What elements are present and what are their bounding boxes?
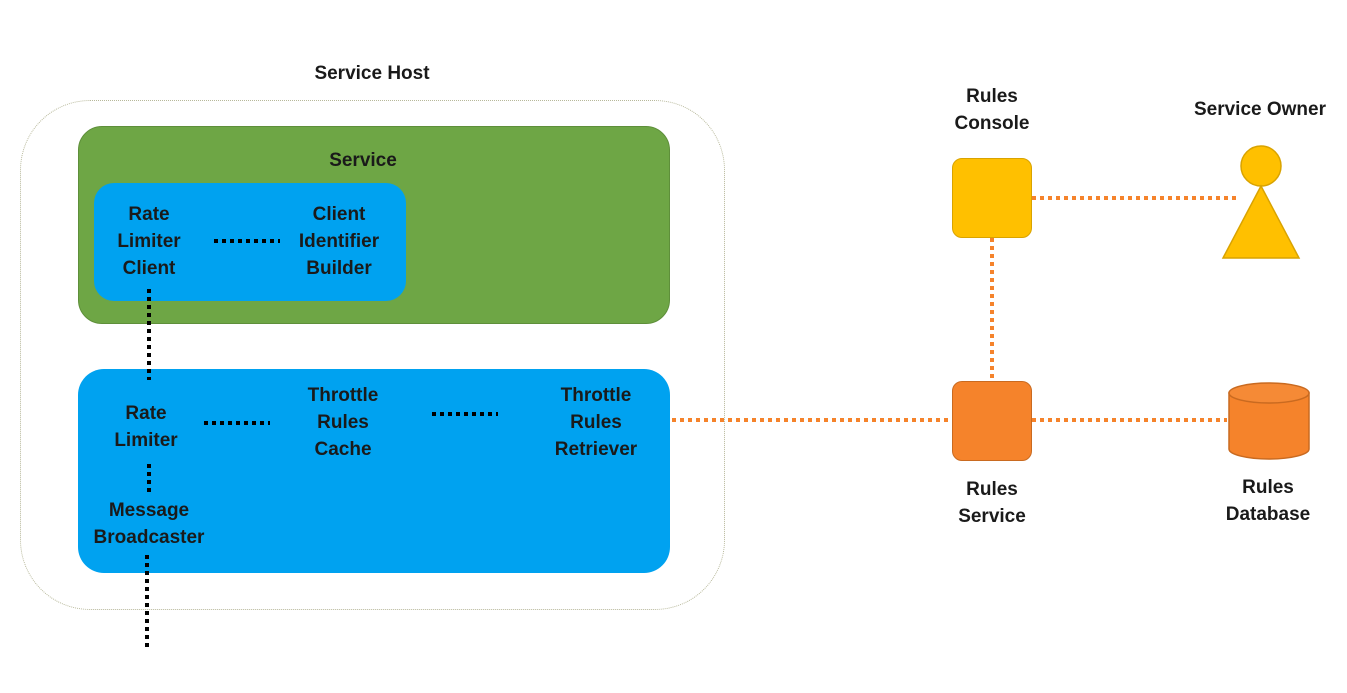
rules-console-label: Rules Console — [954, 86, 1030, 134]
throttle-rules-retriever-label: Throttle Rules Retriever — [554, 385, 638, 460]
rate-limiter-client-label: Rate Limiter Client — [117, 204, 181, 279]
service-host-label: Service Host — [314, 63, 430, 84]
rules-service-label: Rules Service — [958, 479, 1026, 527]
service-owner-label: Service Owner — [1193, 99, 1327, 120]
client-identifier-builder-label: Client Identifier Builder — [298, 204, 380, 279]
rules-database-label: Rules Database — [1225, 477, 1311, 525]
message-broadcaster-label: Message Broadcaster — [93, 500, 205, 548]
rules-service-node — [952, 381, 1032, 461]
service-label: Service — [329, 150, 397, 171]
throttle-rules-cache-label: Throttle Rules Cache — [307, 385, 379, 460]
rules-console-node — [952, 158, 1032, 238]
person-icon — [1221, 145, 1301, 259]
rate-limiter-container — [78, 369, 670, 573]
rate-limiter-label: Rate Limiter — [114, 403, 178, 451]
service-host-container — [20, 100, 725, 610]
database-icon — [1228, 382, 1310, 460]
